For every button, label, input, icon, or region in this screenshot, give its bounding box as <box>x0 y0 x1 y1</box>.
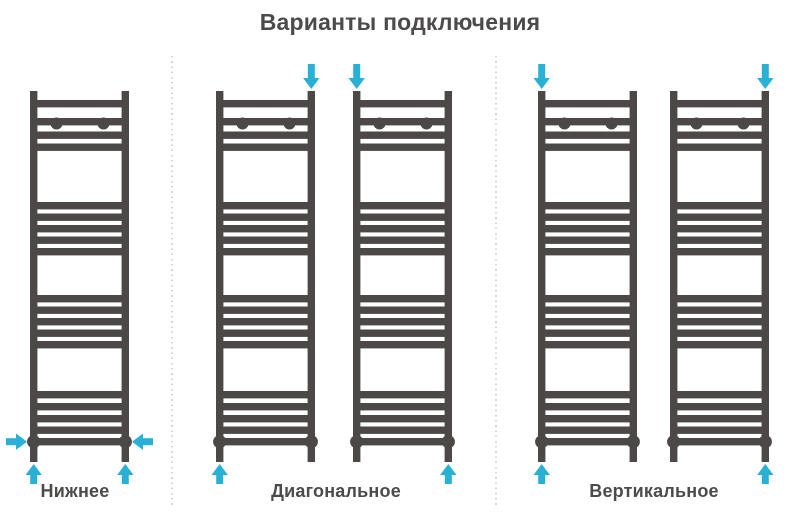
radiator-vertical-right <box>667 64 774 484</box>
radiator-bottom-connection <box>6 91 153 484</box>
section-divider <box>171 56 173 506</box>
flow-arrow-top-right-icon <box>757 64 774 89</box>
label-diagonal-connection: Диагональное <box>271 481 401 501</box>
towel-rail <box>350 91 455 462</box>
flow-arrow-bottom-left-icon <box>533 464 550 484</box>
flow-arrow-bottom-right-icon <box>440 464 457 484</box>
label-bottom-connection: Нижнее <box>40 481 110 501</box>
flow-arrow-side-left-icon <box>6 433 27 450</box>
radiator-diagonal-left-top <box>348 64 457 484</box>
flow-arrow-top-left-icon <box>348 64 365 89</box>
towel-rail <box>27 91 132 462</box>
flow-arrow-side-right-icon <box>132 433 153 450</box>
page-title: Варианты подключения <box>259 9 541 35</box>
towel-rail <box>535 91 640 462</box>
flow-arrow-bottom-left-icon <box>25 464 42 484</box>
section-divider <box>495 56 497 506</box>
radiator-diagonal-right-top <box>211 64 320 484</box>
flow-arrow-bottom-left-icon <box>211 464 228 484</box>
towel-rail <box>213 91 318 462</box>
label-vertical-connection: Вертикальное <box>589 481 719 501</box>
flow-arrow-top-left-icon <box>533 64 550 89</box>
flow-arrow-bottom-right-icon <box>117 464 134 484</box>
flow-arrow-bottom-right-icon <box>757 464 774 484</box>
flow-arrow-top-right-icon <box>303 64 320 89</box>
towel-rail <box>667 91 772 462</box>
